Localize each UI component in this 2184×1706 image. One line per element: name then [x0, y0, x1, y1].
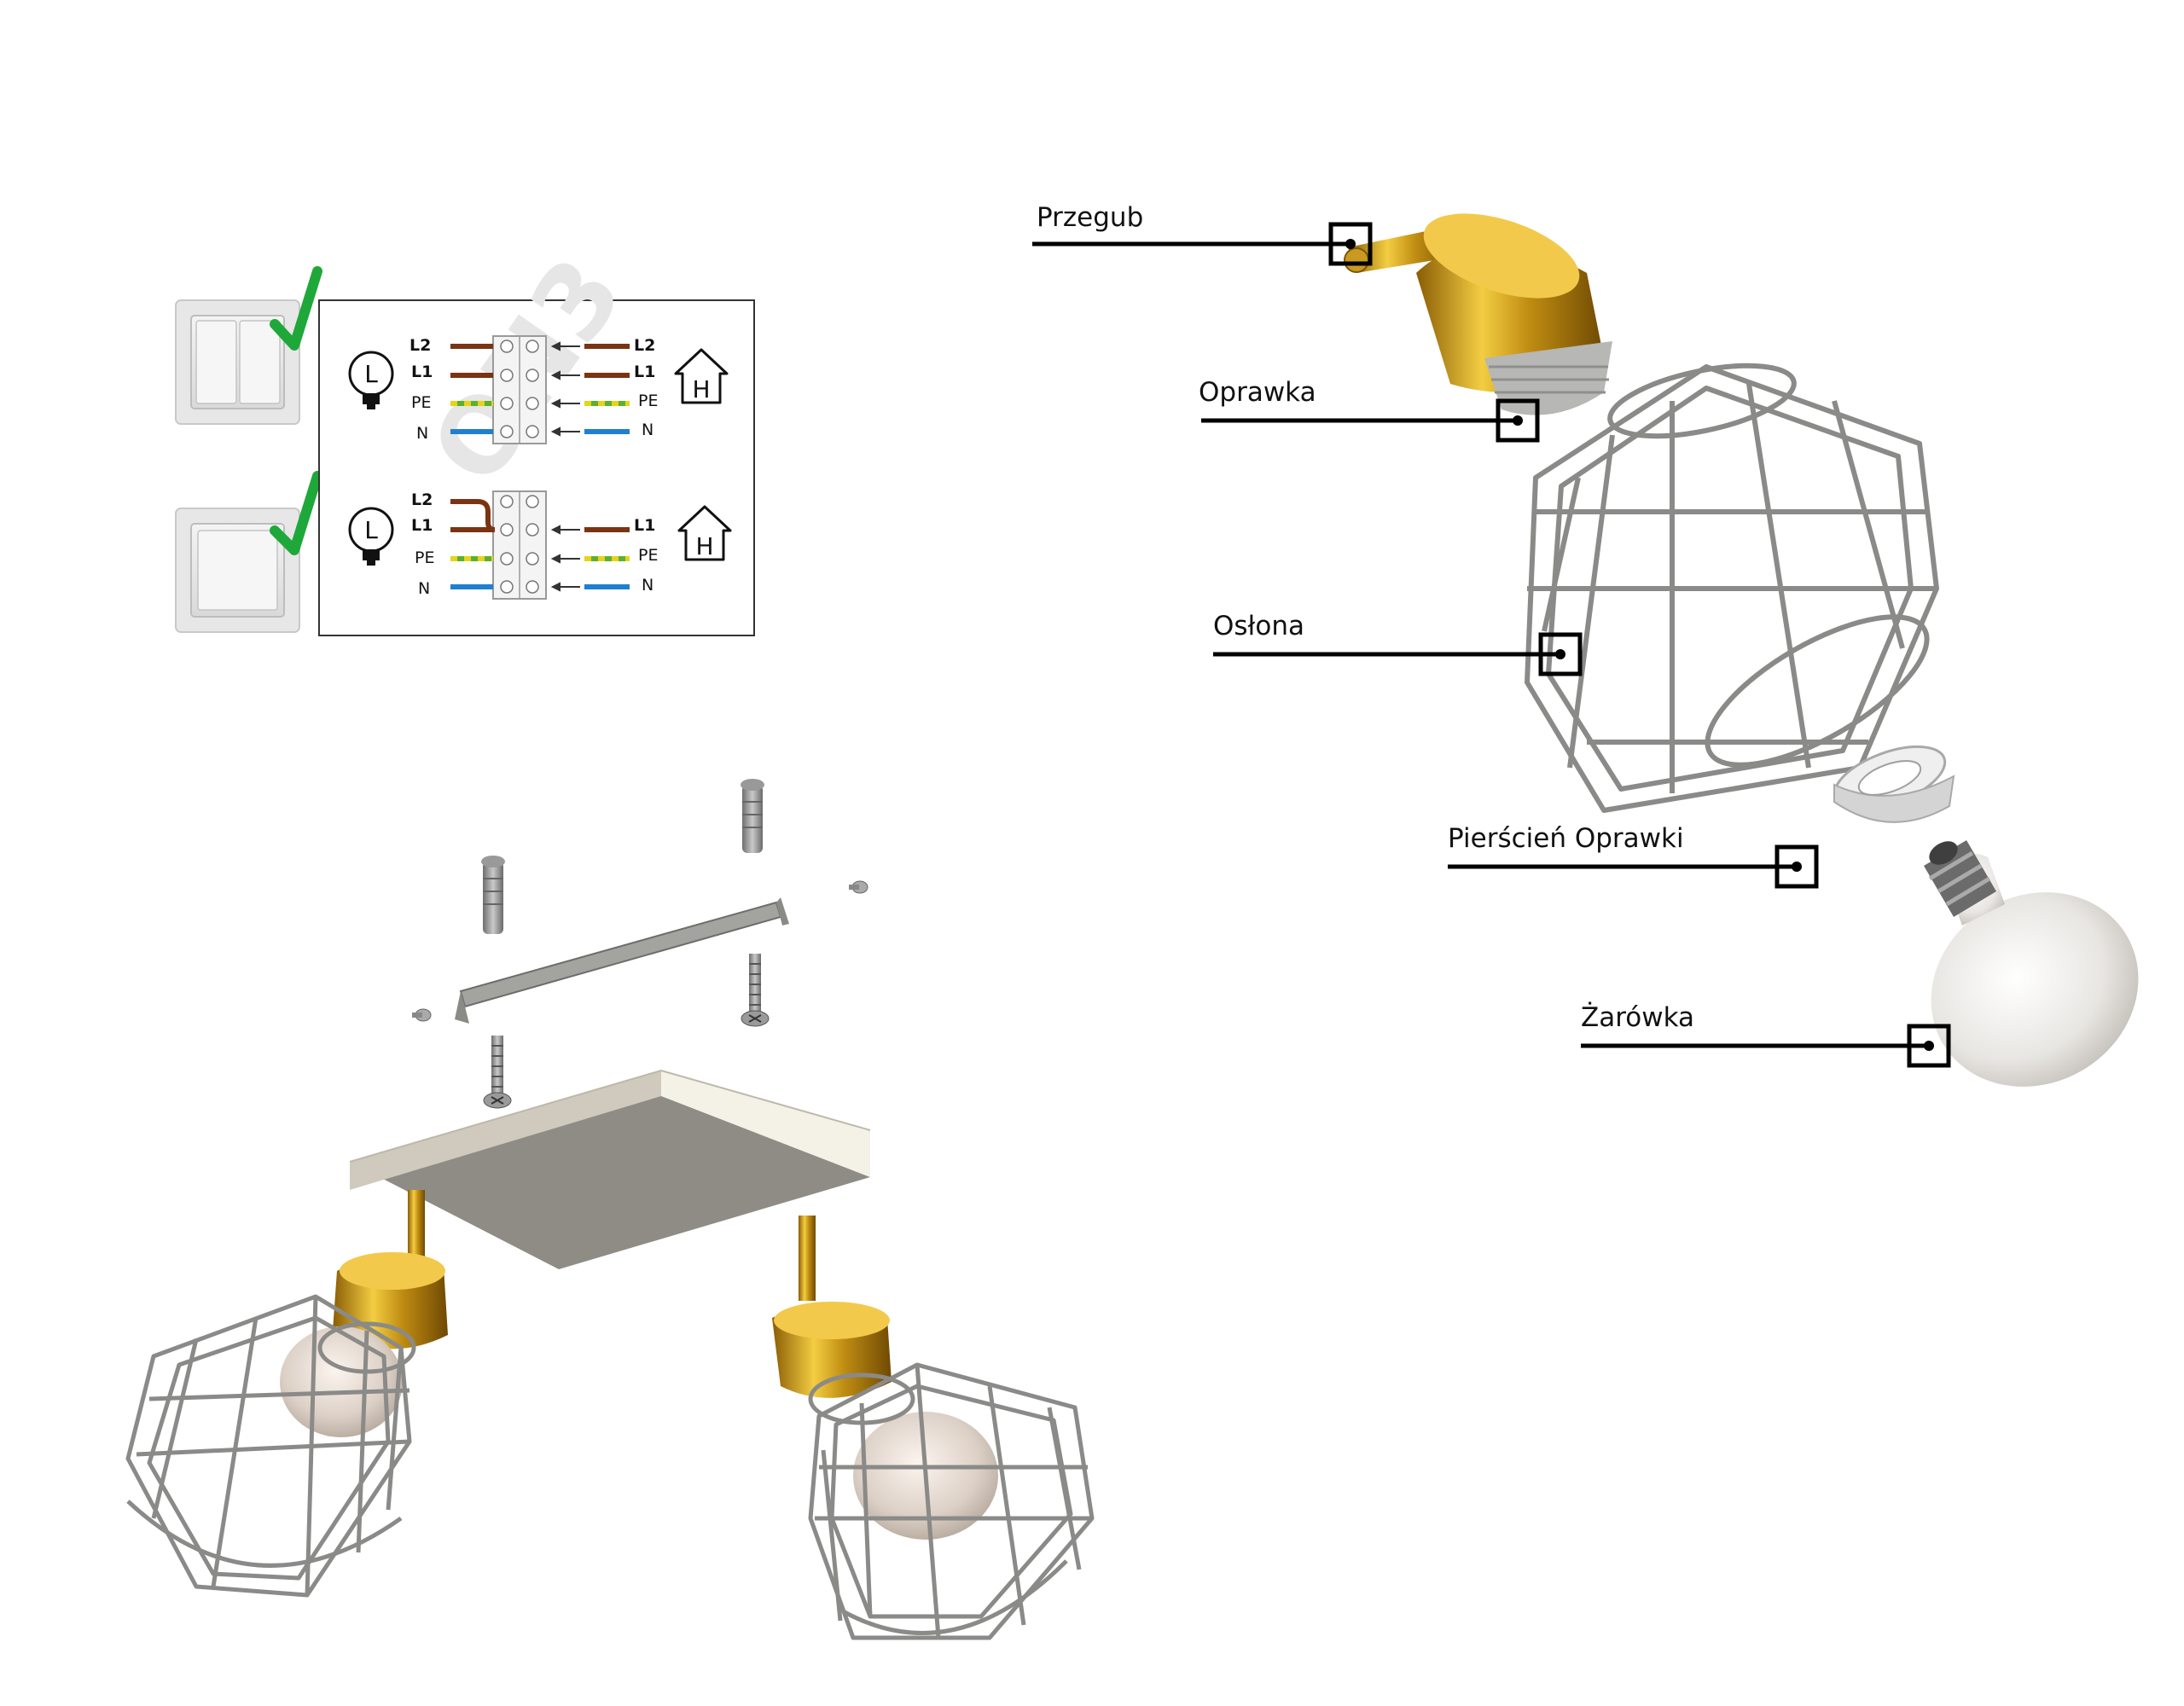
callout-oprawka: Oprawka [1199, 377, 1540, 443]
single-switch-icon [175, 508, 300, 633]
small-screw-icon [849, 880, 868, 894]
check-mark-icon [270, 266, 322, 351]
double-switch-icon [175, 299, 300, 425]
wiring-block-single: L H L2 L1 PE N L1 PE N [348, 490, 732, 600]
callout-marker [1907, 1024, 1951, 1068]
svg-text:H: H [692, 375, 710, 403]
callout-point [1555, 649, 1565, 659]
callout-point [1513, 415, 1523, 426]
callout-oslona: Osłona [1213, 611, 1583, 676]
callout-label: Pierścień Oprawki [1448, 823, 1684, 854]
callout-label: Osłona [1213, 611, 1304, 641]
right-lamp [772, 1302, 1095, 1640]
socket-ring-part [1833, 745, 1955, 823]
wiring-panel: ON3 L H L2 L1 PE N L2 L1 PE N [175, 237, 755, 636]
callout-marker [1496, 398, 1540, 443]
svg-text:N: N [642, 421, 653, 439]
svg-text:PE: PE [411, 393, 431, 412]
svg-text:L1: L1 [634, 363, 655, 381]
callout-marker [1774, 844, 1819, 889]
svg-text:L: L [364, 360, 378, 388]
svg-text:L: L [364, 516, 378, 544]
wiring-block-double: L H L2 L1 PE N L2 L1 PE N [348, 335, 729, 444]
callout-label: Żarówka [1581, 1002, 1694, 1033]
svg-text:PE: PE [415, 548, 434, 567]
cage-shade [1525, 363, 1939, 813]
callout-przegub: Przegub [1032, 202, 1373, 266]
house-icon: H [677, 505, 732, 561]
mounting-hardware [412, 779, 868, 1109]
svg-text:L1: L1 [411, 363, 433, 381]
svg-text:L2: L2 [410, 336, 431, 355]
assembled-fixture [125, 1069, 1095, 1640]
wall-plug-icon [481, 856, 505, 934]
callouts: Przegub Oprawka Osłona Pierścień Oprawki… [1032, 202, 1951, 1068]
canopy-base [349, 1069, 871, 1269]
callout-point [1792, 862, 1802, 872]
callout-point [1924, 1041, 1934, 1051]
svg-text:N: N [416, 424, 428, 443]
bulb-part [1924, 840, 2139, 1087]
svg-text:N: N [642, 576, 653, 595]
callout-marker [1328, 222, 1373, 266]
screw-icon [741, 954, 770, 1027]
callout-marker [1538, 632, 1583, 676]
exploded-lamp [1344, 213, 2139, 1087]
lamp-icon: L [348, 351, 394, 409]
wall-plug-icon [741, 779, 764, 853]
svg-text:L1: L1 [634, 516, 655, 535]
svg-text:L2: L2 [634, 336, 655, 355]
bulb-base [1924, 840, 1996, 917]
callout-label: Oprawka [1199, 377, 1316, 408]
left-lamp [125, 1252, 448, 1598]
house-icon: H [674, 348, 729, 404]
lamp-icon: L [348, 507, 394, 566]
callout-zarowka: Żarówka [1581, 1002, 1951, 1068]
callout-pierscien: Pierścień Oprawki [1448, 823, 1819, 889]
svg-text:N: N [418, 579, 430, 598]
socket-housing [1416, 213, 1612, 415]
check-mark-icon [270, 471, 322, 555]
svg-text:PE: PE [638, 392, 658, 410]
callout-point [1345, 239, 1356, 249]
svg-text:H: H [695, 532, 713, 560]
screw-icon [483, 1036, 512, 1109]
mounting-bracket-icon [455, 897, 789, 1024]
svg-text:L1: L1 [411, 516, 433, 535]
svg-text:PE: PE [638, 546, 658, 565]
callout-label: Przegub [1037, 202, 1143, 233]
svg-text:L2: L2 [411, 490, 433, 509]
small-screw-icon [412, 1008, 432, 1022]
